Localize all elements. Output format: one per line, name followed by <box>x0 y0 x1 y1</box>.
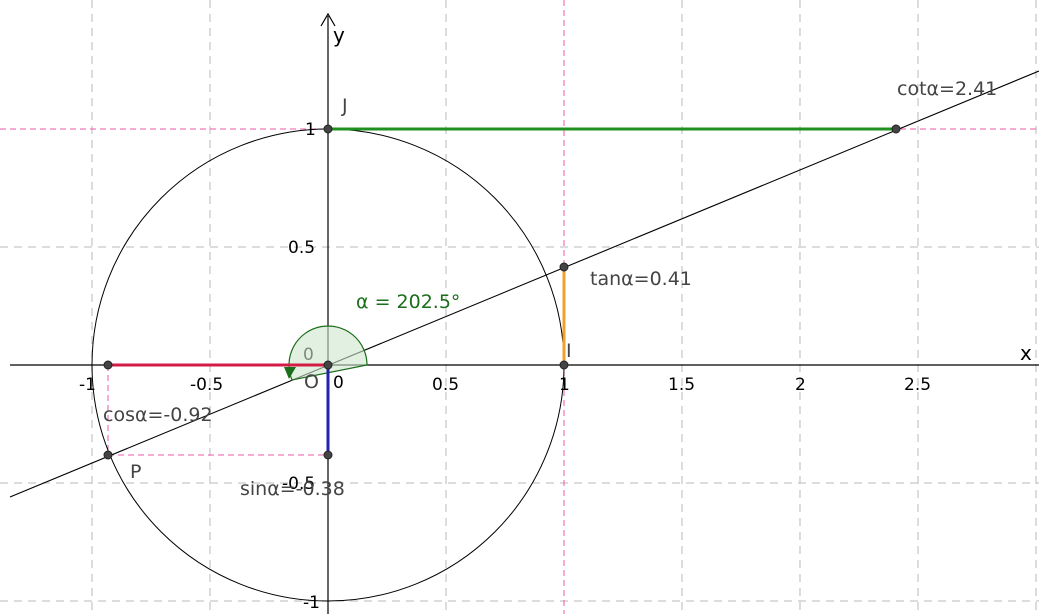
y-axis-label: y <box>333 23 345 47</box>
label-o: O <box>304 371 319 393</box>
x-tick-label: -1 <box>79 375 96 395</box>
x-tick-label: 1.5 <box>668 375 695 395</box>
point-o[interactable] <box>323 360 333 370</box>
angle-label: α = 202.5° <box>356 291 460 313</box>
x-tick-labels: -1 -0.5 0 0.5 1 1.5 2 2.5 <box>79 373 931 395</box>
point-sin[interactable] <box>323 450 333 460</box>
point-p[interactable] <box>103 450 113 460</box>
point-i[interactable] <box>559 360 569 370</box>
axes: x y <box>10 12 1039 614</box>
point-cot[interactable] <box>891 124 901 134</box>
angle-arrowhead <box>284 367 296 379</box>
cot-label: cotα=2.41 <box>897 78 997 100</box>
y-tick-label: -0.5 <box>282 474 315 494</box>
x-axis-label: x <box>1020 341 1032 365</box>
x-tick-label: 2.5 <box>904 375 931 395</box>
y-tick-label: -1 <box>303 593 320 613</box>
label-j: J <box>341 95 348 117</box>
label-p: P <box>130 461 141 483</box>
points <box>103 124 901 460</box>
point-j[interactable] <box>323 124 333 134</box>
tan-label: tanα=0.41 <box>590 268 692 290</box>
point-tan[interactable] <box>559 262 569 272</box>
point-cos[interactable] <box>103 360 113 370</box>
x-tick-label: 0.5 <box>432 375 459 395</box>
x-tick-label: 1 <box>559 375 570 395</box>
sin-label: sinα=-0.38 <box>240 478 345 500</box>
x-tick-label: 2 <box>795 375 806 395</box>
y-axis-arrow <box>320 12 336 27</box>
label-i: I <box>566 340 572 362</box>
x-tick-label: 0 <box>333 373 344 393</box>
y-tick-label: 0.5 <box>288 238 315 258</box>
cos-label: cosα=-0.92 <box>103 404 213 426</box>
x-tick-label: -0.5 <box>190 375 223 395</box>
terminal-line <box>9 70 1039 498</box>
